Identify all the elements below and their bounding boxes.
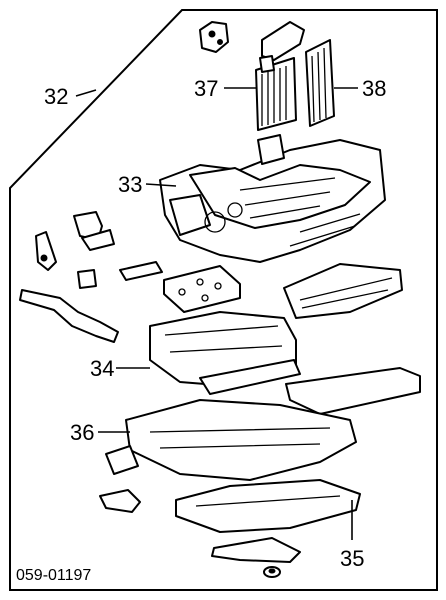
callout-37: 37 xyxy=(194,76,218,101)
link-rod-part xyxy=(19,289,119,343)
grille-part xyxy=(283,263,403,319)
leader-lines xyxy=(75,87,358,540)
callout-35: 35 xyxy=(340,546,364,571)
bracket-parts xyxy=(35,211,163,289)
clip-part xyxy=(199,21,229,53)
frame-bracket-part xyxy=(285,367,421,415)
base-tray-part xyxy=(105,399,357,481)
mounting-plate-part xyxy=(163,265,241,313)
small-clip-part xyxy=(99,489,141,513)
diagram-frame xyxy=(9,9,438,591)
bottom-link-part xyxy=(211,537,301,563)
callout-34: 34 xyxy=(90,356,114,381)
heater-core-part xyxy=(255,21,305,131)
filter-part xyxy=(305,39,335,127)
floor-duct-part xyxy=(175,479,361,533)
callout-33: 33 xyxy=(118,172,142,197)
drain-fitting-part xyxy=(263,566,281,578)
callout-38: 38 xyxy=(362,76,386,101)
lower-duct-part xyxy=(149,311,301,395)
heater-housing-part xyxy=(159,134,386,263)
callout-36: 36 xyxy=(70,420,94,445)
callout-32: 32 xyxy=(44,84,68,109)
reference-code: 059-01197 xyxy=(16,567,91,584)
